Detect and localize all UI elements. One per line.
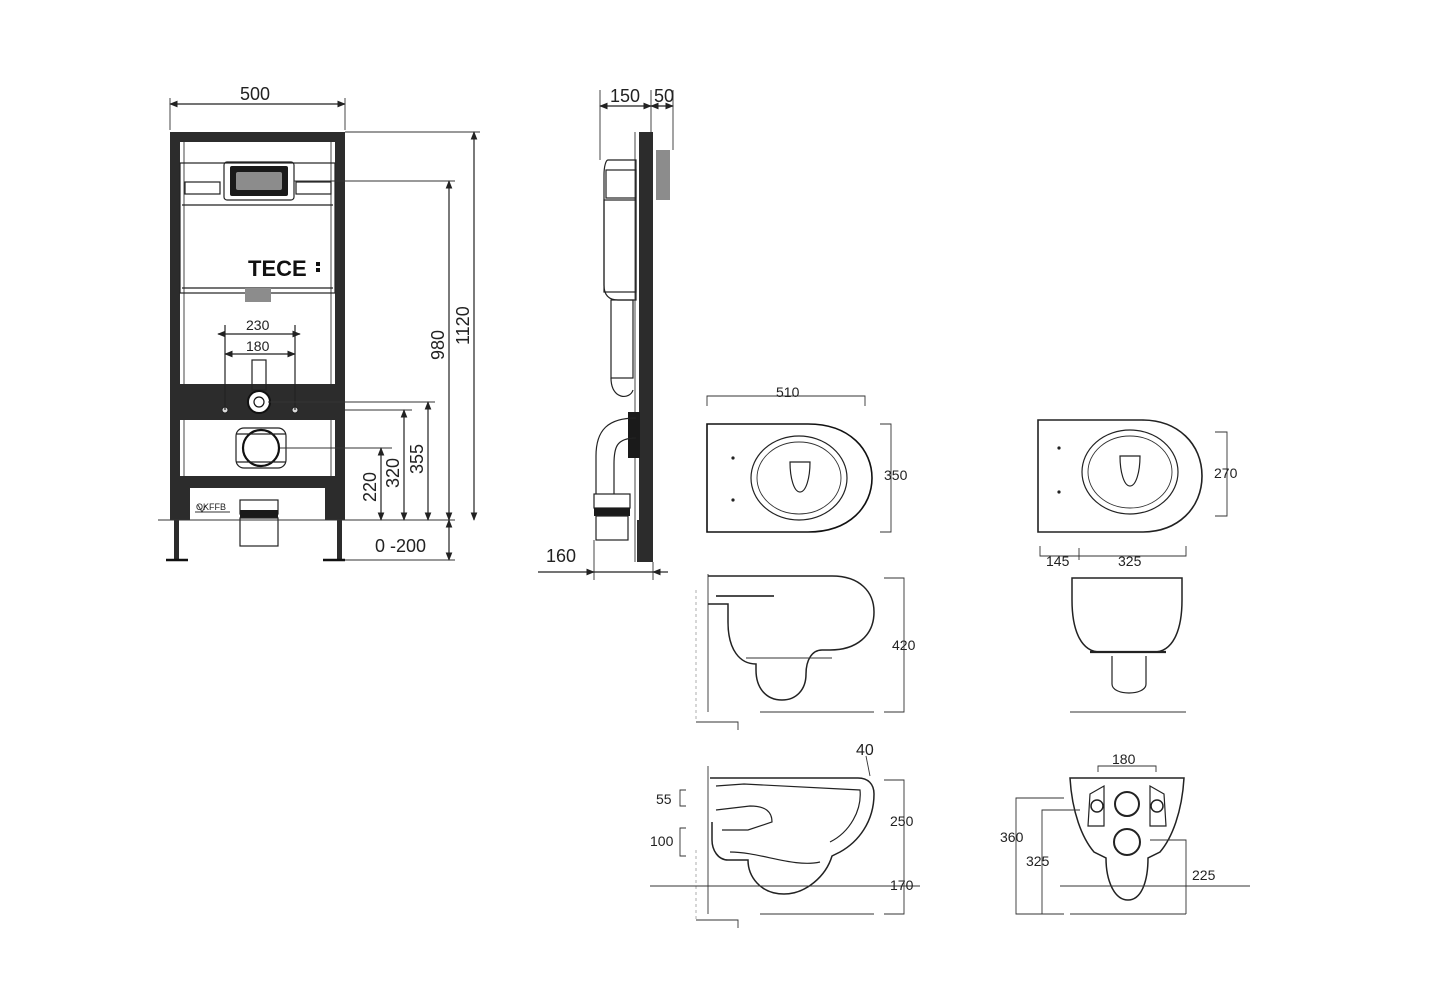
bowl-large-top-view: 510 350 bbox=[706, 384, 908, 533]
bowl-large-side-view: 420 bbox=[695, 574, 916, 730]
bowl-small-top-view: 270 145 325 bbox=[1037, 419, 1238, 569]
dim-bowl-325: 325 bbox=[1118, 553, 1142, 569]
dim-height-225: 225 bbox=[1192, 867, 1216, 883]
dim-spacing-230: 230 bbox=[246, 317, 270, 333]
brand-logo: TECE bbox=[248, 256, 307, 281]
dim-height-1120: 1120 bbox=[453, 306, 473, 345]
dim-frame-width: 500 bbox=[240, 84, 270, 104]
dim-rim-100: 100 bbox=[650, 833, 674, 849]
dim-adjust-range: 0 -200 bbox=[375, 536, 426, 556]
dim-bowl-width-350: 350 bbox=[884, 467, 908, 483]
dim-height-360: 360 bbox=[1000, 829, 1024, 845]
frame-side-view: 150 50 160 bbox=[538, 86, 674, 580]
dim-depth-50: 50 bbox=[654, 86, 674, 106]
dim-height-325: 325 bbox=[1026, 853, 1050, 869]
frame-front-view: TECE 500 230 180 1120 980 355 320 220 0 … bbox=[158, 84, 480, 562]
dim-height-220: 220 bbox=[360, 472, 380, 502]
dim-height-980: 980 bbox=[428, 330, 448, 360]
dim-rim-55: 55 bbox=[656, 791, 672, 807]
dim-rim-40: 40 bbox=[856, 742, 874, 759]
dim-bowl-height-420: 420 bbox=[892, 637, 916, 653]
dim-height-250: 250 bbox=[890, 813, 914, 829]
dim-height-320: 320 bbox=[383, 458, 403, 488]
floor-label: OKFFB bbox=[196, 502, 226, 512]
dim-depth-150: 150 bbox=[610, 86, 640, 106]
dim-height-170: 170 bbox=[890, 877, 914, 893]
dim-spacing-180: 180 bbox=[246, 338, 270, 354]
dim-bowl-width-270: 270 bbox=[1214, 465, 1238, 481]
dim-bowl-145: 145 bbox=[1046, 553, 1070, 569]
bowl-small-front-view bbox=[1070, 577, 1186, 713]
dim-offset-160: 160 bbox=[546, 546, 576, 566]
dim-hole-180: 180 bbox=[1112, 751, 1136, 767]
dim-height-355: 355 bbox=[407, 444, 427, 474]
bowl-large-section-view: 40 55 100 250 170 bbox=[650, 742, 920, 928]
dim-bowl-length-510: 510 bbox=[776, 384, 800, 400]
bowl-small-rear-view: 180 360 325 225 bbox=[1000, 751, 1250, 915]
